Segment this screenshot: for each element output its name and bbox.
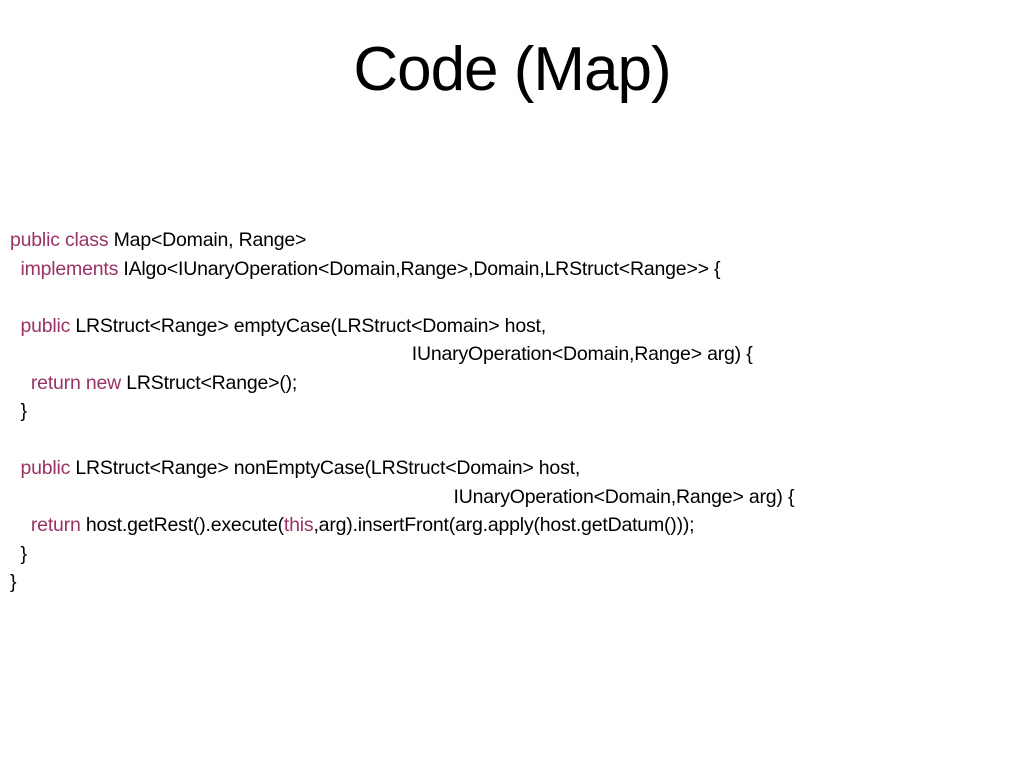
- code-text: }: [20, 400, 27, 422]
- code-line: [10, 426, 1024, 455]
- code-text: }: [10, 571, 17, 593]
- code-line: IUnaryOperation<Domain,Range> arg) {: [10, 340, 1024, 369]
- code-block: public class Map<Domain, Range> implemen…: [10, 226, 1024, 597]
- code-text: LRStruct<Range> emptyCase(LRStruct<Domai…: [70, 314, 546, 337]
- code-line: public LRStruct<Range> emptyCase(LRStruc…: [10, 312, 1024, 341]
- code-line: }: [10, 397, 1024, 426]
- code-line: public LRStruct<Range> nonEmptyCase(LRSt…: [10, 454, 1024, 483]
- code-text: IAlgo<IUnaryOperation<Domain,Range>,Doma…: [118, 257, 721, 280]
- code-keyword: implements: [20, 257, 119, 280]
- code-line: IUnaryOperation<Domain,Range> arg) {: [10, 483, 1024, 512]
- code-line: return host.getRest().execute(this,arg).…: [10, 511, 1024, 540]
- code-text: host.getRest().execute(: [80, 514, 284, 536]
- code-keyword: public class: [10, 229, 109, 251]
- code-keyword: return: [30, 514, 81, 536]
- code-text: ,arg).insertFront(arg.apply(host.getDatu…: [313, 514, 695, 536]
- slide-title: Code (Map): [353, 35, 671, 104]
- code-keyword: public: [20, 314, 71, 337]
- code-keyword: return new: [30, 371, 122, 394]
- code-text: Map<Domain, Range>: [108, 229, 307, 251]
- code-text: LRStruct<Range>();: [121, 371, 298, 394]
- code-line: public class Map<Domain, Range>: [10, 226, 1024, 255]
- code-text: LRStruct<Range> nonEmptyCase(LRStruct<Do…: [70, 457, 581, 479]
- code-line: implements IAlgo<IUnaryOperation<Domain,…: [10, 255, 1024, 284]
- code-keyword: public: [20, 457, 71, 479]
- code-keyword: this: [283, 514, 314, 536]
- code-line: [10, 283, 1024, 312]
- code-text: }: [20, 542, 27, 565]
- code-line: }: [10, 540, 1024, 569]
- code-text: IUnaryOperation<Domain,Range> arg) {: [453, 485, 795, 508]
- code-line: }: [10, 568, 1024, 597]
- code-line: return new LRStruct<Range>();: [10, 369, 1024, 398]
- code-text: IUnaryOperation<Domain,Range> arg) {: [411, 343, 753, 365]
